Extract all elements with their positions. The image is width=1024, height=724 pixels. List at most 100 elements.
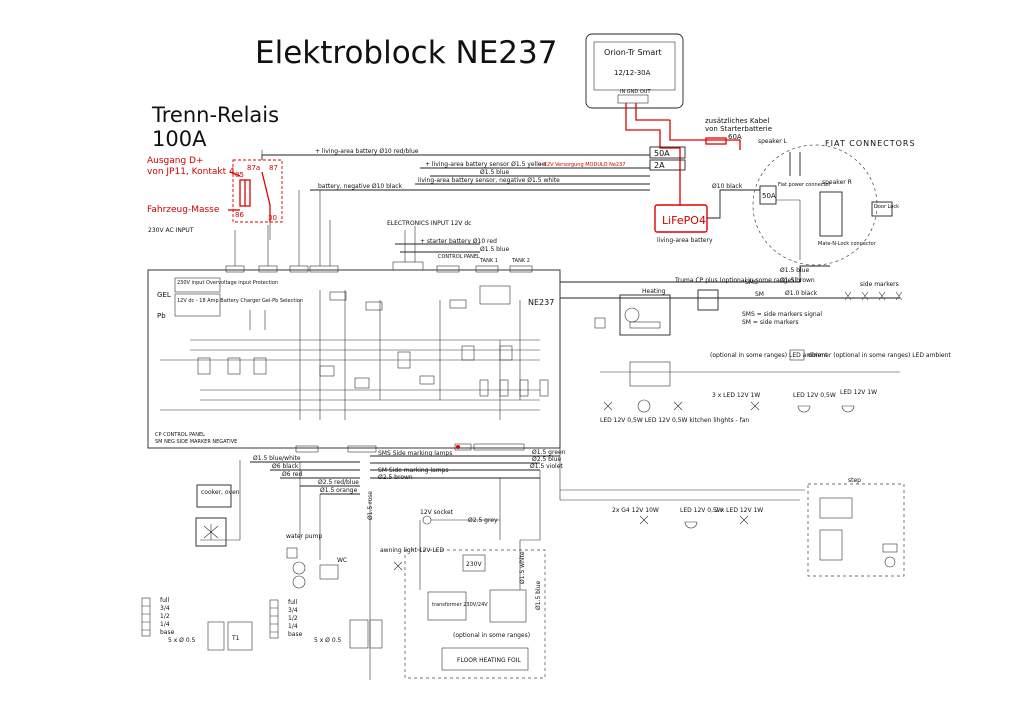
wire-violet: Ø1.5 violet: [530, 463, 563, 470]
dimmer-label: dimmer (optional in some ranges) LED amb…: [808, 352, 951, 359]
masse-note: Fahrzeug-Masse: [147, 205, 220, 215]
transformer-label: transformer 230V/24V: [432, 602, 488, 608]
led-3x-label: 3 x LED 12V 1W: [712, 392, 760, 399]
cooker-oven: [196, 484, 232, 508]
sm-def: SM = side markers: [742, 319, 799, 326]
wire-redblue25: Ø2.5 red/blue: [318, 479, 359, 486]
side-marker-lamps: [844, 291, 903, 301]
door-lock-label: Door Lock: [874, 204, 899, 210]
fiat-connectors-title: FIAT CONNECTORS: [825, 139, 916, 148]
orion-box: [585, 33, 684, 109]
fuse-60a: [705, 137, 727, 145]
sms-label: SMS: [745, 279, 758, 286]
tank2-full: full: [288, 599, 298, 606]
control-panel-label: CONTROL PANEL: [438, 254, 480, 260]
ausgang-note-1: Ausgang D+: [147, 156, 204, 166]
wire-blue-white: Ø1.5 blue/white: [253, 455, 301, 462]
side-markers-label: side markers: [860, 281, 899, 288]
tank1-34: 3/4: [160, 605, 170, 612]
lifepo4-label: LiFePO4: [662, 214, 706, 227]
relay-rating: 100A: [152, 127, 207, 151]
tank2-wires: 5 x Ø 0.5: [314, 637, 342, 644]
mate-n-lock: [819, 191, 843, 237]
wire-sms-brown: Ø1.5 brown: [780, 277, 815, 284]
led-lamps-row2: [639, 515, 749, 529]
floor-heating-label: FLOOR HEATING FOIL: [457, 657, 521, 664]
230v-label: 230V: [466, 561, 482, 568]
socket: [422, 515, 432, 525]
truma-cp-plus: [697, 289, 719, 311]
tank2-12: 1/2: [288, 615, 298, 622]
sm-label: SM: [755, 291, 764, 298]
heating-unit: [619, 294, 671, 336]
led-switch-block: [629, 361, 671, 387]
fuse-2a-label: 2A: [654, 161, 665, 170]
overvoltage-label: 230V input Overvoltage input Protection: [177, 280, 278, 286]
tank1-12: 1/2: [160, 613, 170, 620]
fuse-2a: [649, 159, 686, 171]
side-lamps-sm: SM Side marking lamps: [378, 467, 449, 474]
pb-label: Pb: [157, 312, 166, 320]
lifepo4-battery: [654, 204, 708, 233]
dimmer: [789, 349, 805, 361]
versorgung-note: + 12V Versorgung MODULO Ne237: [538, 162, 625, 168]
led-1w-label: LED 12V 1W: [840, 389, 877, 396]
water-pump-switch: [286, 547, 298, 559]
wire-red6: Ø6 red: [282, 471, 302, 478]
floor-heating-foil: [441, 647, 529, 671]
wire-green: Ø1.5 green: [532, 449, 566, 456]
wire-blue: Ø1.5 blue: [480, 169, 509, 176]
relay-title: Trenn-Relais: [151, 103, 279, 127]
fuse-50a-b: [759, 185, 777, 205]
orion-name: Orion-Tr Smart: [604, 48, 662, 57]
fiat-power-label: Fiat power connector: [778, 182, 832, 188]
truma-label: Truma CP plus (optional in some ranges): [674, 277, 797, 284]
orion-rating: 12/12-30A: [614, 69, 651, 77]
tank2-34: 3/4: [288, 607, 298, 614]
water-pump-label: water pump: [286, 533, 322, 540]
tank-sensor-1: [141, 597, 253, 651]
electronics-input-label: ELECTRONICS INPUT 12V dc: [387, 220, 471, 227]
ne237-internal-wiring: [160, 285, 549, 420]
cable-note-3: 60A: [728, 133, 742, 141]
gel-label: GEL: [157, 291, 171, 299]
relay-box: [232, 159, 283, 223]
wire-orange: Ø1.5 orange: [320, 487, 358, 494]
kitchen-label: LED 12V 0,5W LED 12V 0,5W kitchen lihght…: [600, 417, 749, 424]
mate-n-lock-label: Mate-N-Lock connector: [818, 241, 877, 247]
wire-sm-black: Ø1.0 black: [785, 290, 818, 297]
cable-note-1: zusätzliches Kabel: [705, 117, 769, 125]
g4-label: 2x G4 12V 10W: [612, 507, 659, 514]
water-pump-motor: [292, 561, 306, 575]
awning-lamp: [393, 561, 403, 571]
overvoltage-protection: [174, 277, 221, 293]
tank2-label: TANK 2: [511, 258, 530, 264]
sms-signal-def: SMS = side markers signal: [742, 311, 822, 318]
transformer: [427, 591, 467, 621]
side-lamps-sms: SMS Side marking lamps: [378, 450, 452, 457]
230v-socket: [462, 554, 486, 572]
wire-black6: Ø6 black: [272, 463, 299, 470]
tank1-full: full: [160, 597, 170, 604]
led-2x-label: 2 x LED 12V 1W: [715, 507, 763, 514]
fuse-50a-label: 50A: [654, 149, 670, 158]
led-lamps-row1: [603, 399, 855, 413]
wc-label: WC: [337, 557, 347, 564]
tank1-wires: 5 x Ø 0.5: [168, 637, 196, 644]
lifepo4-caption: living-area battery: [657, 237, 713, 244]
tank1-14: 1/4: [160, 621, 170, 628]
tank2-base: base: [288, 631, 303, 638]
floor-heating-relay: [489, 589, 527, 623]
wire-brown25: Ø2.5 brown: [378, 474, 413, 481]
wire-black10: Ø10 black: [712, 183, 743, 190]
pin-85: 85: [235, 171, 244, 179]
door-lock: [871, 201, 893, 217]
page-title: Elektroblock NE237: [255, 35, 557, 71]
fuse-50a: [649, 146, 686, 159]
led-05-label: LED 12V 0,5W: [793, 392, 836, 399]
pin-87: 87: [269, 164, 278, 172]
socket-label: 12V socket: [420, 509, 454, 516]
charger-label: 12V dc - 18 Amp Battery Charger Gel-Pb S…: [177, 298, 303, 304]
wc-unit: [319, 564, 339, 580]
awning-label: awning light 12V LED: [380, 547, 445, 554]
